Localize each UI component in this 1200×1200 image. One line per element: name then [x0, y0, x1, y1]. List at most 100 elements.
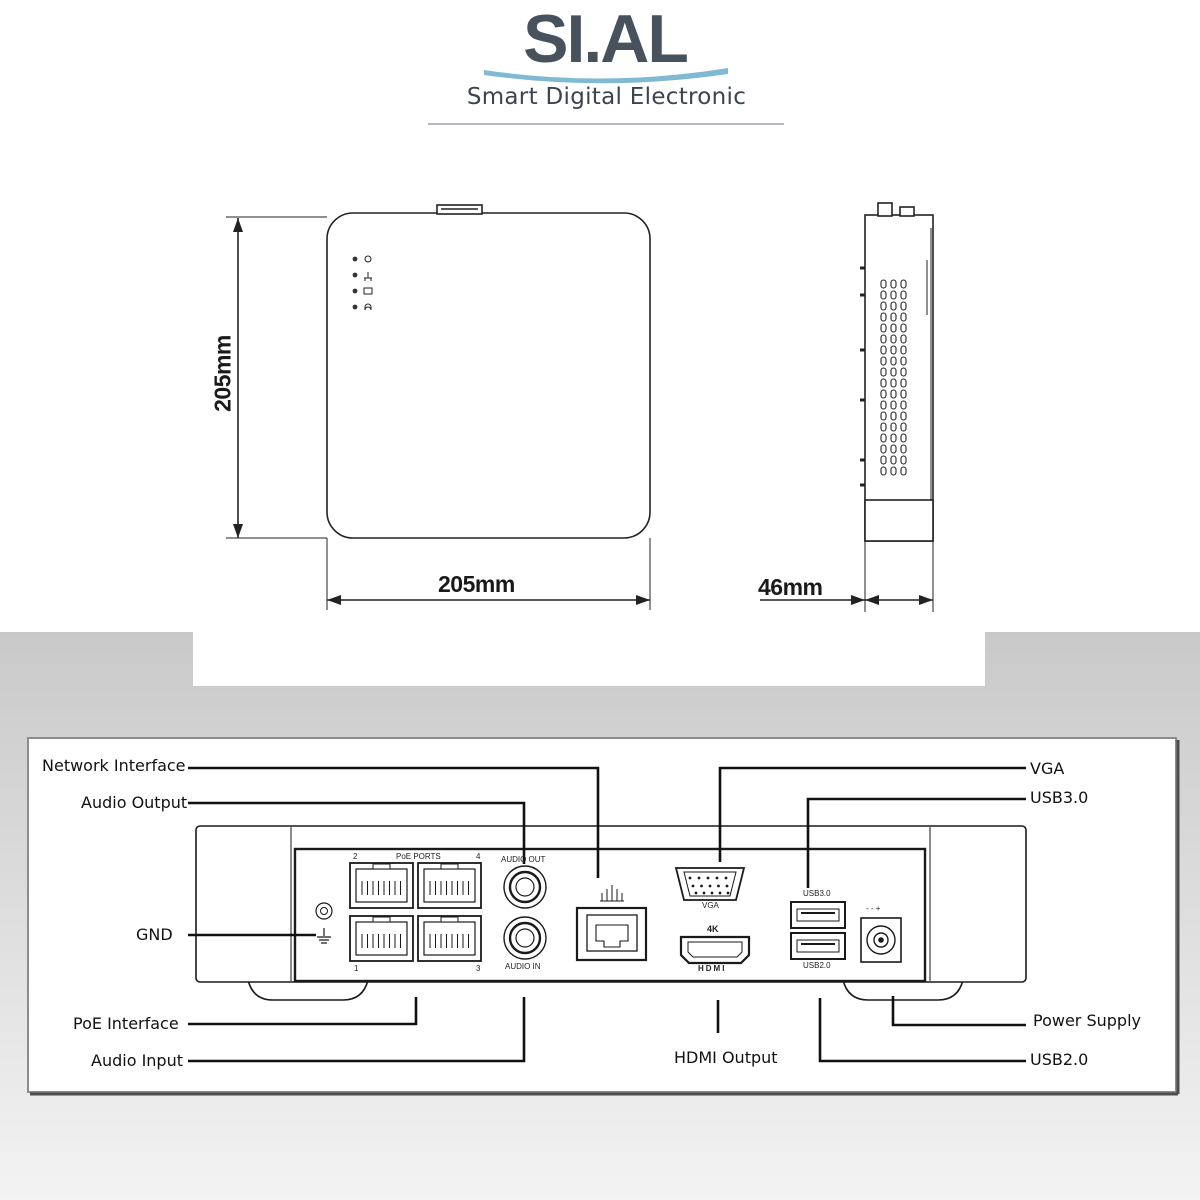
side-view-body: [864, 214, 934, 542]
cloud-icon: [364, 303, 372, 311]
side-vent-slots: [880, 279, 907, 476]
vent-slot: [890, 466, 897, 476]
foot-right: [841, 979, 965, 1001]
foot-left: [246, 979, 370, 1001]
leader-audio-out: [188, 801, 526, 864]
vent-slot: [880, 444, 887, 454]
vent-slot: [900, 411, 907, 421]
width-dimension-label: 205mm: [438, 571, 515, 597]
hdmi-port: [679, 935, 751, 965]
network-symbol-icon: [600, 885, 624, 902]
vent-slot: [890, 455, 897, 465]
network-port: [575, 885, 648, 962]
poe-number-4: 4: [476, 852, 481, 861]
vent-slot: [890, 389, 897, 399]
callout-gnd: GND: [136, 925, 173, 944]
top-view-body: [326, 212, 651, 539]
callout-audio-input: Audio Input: [91, 1051, 183, 1070]
leader-power: [891, 996, 1026, 1027]
brand-tagline: Smart Digital Electronic: [466, 84, 747, 110]
vent-slot: [880, 411, 887, 421]
logo-swoosh: [484, 68, 728, 84]
callout-leaders: [188, 766, 1026, 1063]
vent-slot: [890, 400, 897, 410]
usb30-port-label: USB3.0: [803, 889, 831, 898]
vent-slot: [880, 378, 887, 388]
vent-slot: [890, 411, 897, 421]
vent-slot: [900, 356, 907, 366]
vent-slot: [880, 345, 887, 355]
white-tab: [193, 632, 985, 686]
vent-slot: [890, 367, 897, 377]
poe-port: [349, 915, 414, 962]
depth-dimension-label: 46mm: [758, 574, 823, 600]
vent-slot: [890, 290, 897, 300]
dc-power-jack: [860, 917, 902, 963]
vent-slot: [900, 312, 907, 322]
hdmi-4k-label: 4K: [707, 924, 719, 934]
vent-slot: [900, 279, 907, 289]
vent-slot: [880, 455, 887, 465]
audio-out-label: AUDIO OUT: [501, 855, 546, 864]
vent-slot: [900, 389, 907, 399]
ground-icon: [317, 928, 331, 944]
tagline-divider: [428, 123, 784, 125]
vent-slot: [890, 334, 897, 344]
vga-port-label: VGA: [702, 901, 719, 910]
hdmi-logo-label: HDMI: [698, 964, 727, 973]
leader-usb20: [818, 998, 1026, 1063]
leader-vga: [718, 766, 1026, 862]
callout-network-interface: Network Interface: [42, 756, 186, 775]
brand-header: SI.AL Smart Digital Electronic: [0, 0, 1200, 140]
leader-network: [188, 766, 600, 878]
vent-slot: [890, 444, 897, 454]
vent-slot: [880, 400, 887, 410]
front-indicators: [352, 255, 373, 311]
vent-slot: [880, 433, 887, 443]
vent-slot: [890, 422, 897, 432]
dc-polarity-label: - - +: [866, 904, 881, 913]
poe-port: [349, 862, 414, 909]
vent-slot: [890, 378, 897, 388]
vent-slot: [890, 323, 897, 333]
callout-usb30: USB3.0: [1030, 788, 1089, 807]
dimension-drawing: [226, 202, 934, 612]
callout-poe-interface: PoE Interface: [73, 1014, 179, 1033]
vent-slot: [900, 444, 907, 454]
vga-port: [674, 867, 746, 901]
vent-slot: [900, 290, 907, 300]
vent-slot: [890, 312, 897, 322]
vent-slot: [880, 312, 887, 322]
vent-slot: [890, 433, 897, 443]
vent-slot: [890, 345, 897, 355]
usb20-port: [790, 932, 846, 960]
vent-slot: [900, 378, 907, 388]
poe-number-2: 2: [353, 852, 358, 861]
poe-number-3: 3: [476, 964, 481, 973]
sial-logo: SI.AL: [484, 4, 728, 84]
vent-slot: [900, 455, 907, 465]
vent-slot: [880, 334, 887, 344]
leader-audio-in: [188, 997, 526, 1063]
poe-number-1: 1: [354, 964, 359, 973]
vent-slot: [900, 345, 907, 355]
callout-usb20: USB2.0: [1030, 1050, 1089, 1069]
vent-slot: [900, 466, 907, 476]
vent-slot: [880, 466, 887, 476]
vent-slot: [880, 389, 887, 399]
leader-usb30: [806, 797, 1026, 888]
callout-hdmi-output: HDMI Output: [674, 1048, 778, 1067]
vent-slot: [900, 301, 907, 311]
vent-slot: [900, 400, 907, 410]
audio-in-label: AUDIO IN: [505, 962, 541, 971]
audio-in-jack: [503, 916, 547, 960]
callout-audio-output: Audio Output: [81, 793, 188, 812]
hdd-icon: [363, 287, 373, 295]
vent-slot: [880, 356, 887, 366]
vent-slot: [900, 334, 907, 344]
leader-poe: [188, 997, 418, 1026]
audio-out-jack: [503, 865, 547, 909]
poe-ports-block: [349, 862, 482, 962]
vent-slot: [880, 279, 887, 289]
